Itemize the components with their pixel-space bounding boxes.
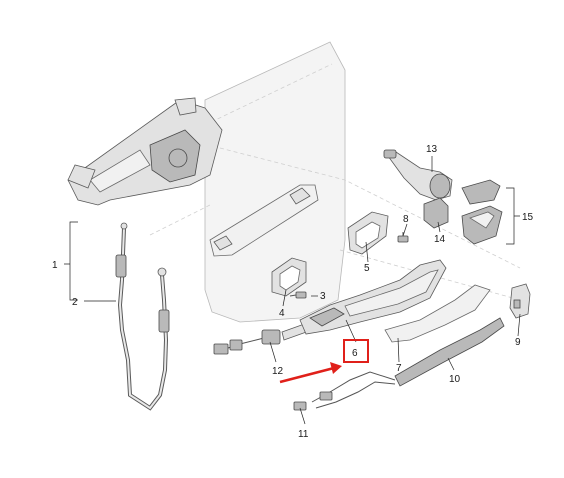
bowden-cable bbox=[115, 222, 170, 411]
sensor-strip-10 bbox=[293, 317, 505, 411]
callout-7: 7 bbox=[396, 363, 402, 374]
callout-4: 4 bbox=[279, 308, 285, 319]
handle-recess bbox=[209, 184, 319, 257]
callout-13: 13 bbox=[426, 144, 438, 155]
red-pointer-arrow bbox=[279, 362, 342, 384]
gasket-5 bbox=[347, 211, 389, 255]
callout-5: 5 bbox=[364, 263, 370, 274]
outer-handle-6 bbox=[299, 259, 447, 335]
callout-11: 11 bbox=[298, 429, 309, 440]
callout-8: 8 bbox=[403, 214, 409, 225]
mounting-clip-14 bbox=[423, 197, 449, 229]
callout-9: 9 bbox=[515, 337, 521, 348]
callout-1-bracket bbox=[64, 221, 78, 301]
callout-12: 12 bbox=[272, 366, 284, 377]
callout-6: 6 bbox=[352, 348, 358, 359]
gasket-4 bbox=[271, 257, 307, 297]
callout-1: 1 bbox=[52, 260, 58, 271]
door-panel bbox=[149, 41, 521, 323]
handle-carrier-bracket bbox=[67, 97, 223, 206]
leader-lines bbox=[84, 156, 521, 425]
screw-8 bbox=[397, 232, 409, 243]
callout-15: 15 bbox=[522, 212, 534, 223]
screw-3 bbox=[289, 291, 307, 299]
callout-15-bracket bbox=[506, 187, 520, 245]
caps-15 bbox=[461, 179, 503, 245]
handle-cover-7 bbox=[384, 284, 491, 343]
callout-2: 2 bbox=[72, 297, 78, 308]
wiring-harness-12 bbox=[213, 321, 313, 355]
callout-10: 10 bbox=[449, 374, 461, 385]
callout-3: 3 bbox=[320, 291, 326, 302]
callout-6-highlight-box bbox=[343, 339, 369, 363]
lock-cylinder-13 bbox=[383, 149, 453, 201]
callout-14: 14 bbox=[434, 234, 446, 245]
end-cap-9 bbox=[509, 283, 531, 319]
